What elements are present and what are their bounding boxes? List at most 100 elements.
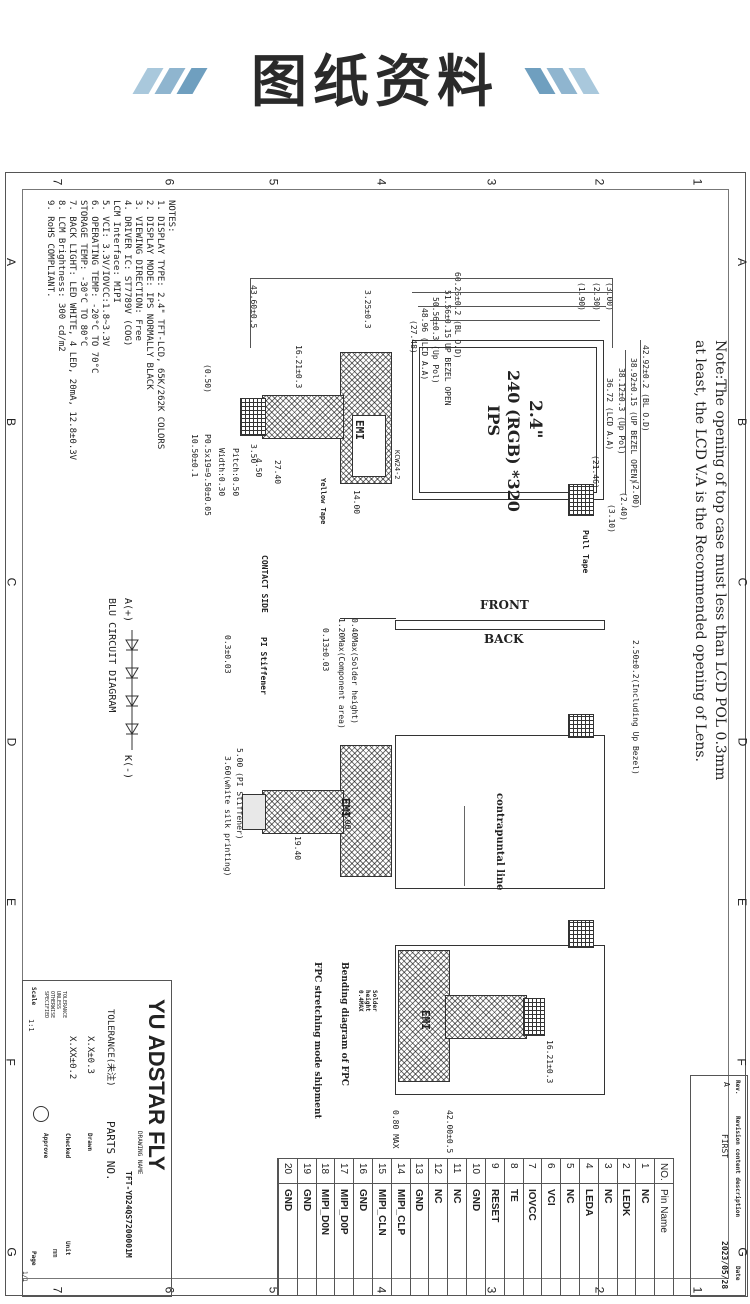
dimension-label: 5.00 (PI Stiffener) — [235, 748, 244, 840]
dim-line — [412, 292, 612, 293]
zone-letter: C — [4, 577, 19, 587]
pin-number: 7 — [526, 1163, 538, 1169]
pin-name: VCI — [545, 1189, 557, 1206]
zone-letter: A — [4, 257, 19, 267]
back-label: BACK — [484, 632, 524, 646]
note-line: 5. VCI: 3.3V/IOVCC:1.8~3.3V — [100, 200, 110, 347]
led-symbol — [125, 639, 139, 651]
pin-number: 13 — [413, 1163, 425, 1175]
zone-letter: E — [735, 897, 750, 907]
drawing-frame — [22, 189, 729, 1279]
zone-number: 4 — [374, 178, 389, 186]
front-label: FRONT — [480, 598, 529, 612]
dim-line — [430, 320, 600, 321]
company-name: YU ADSTAR FLY — [144, 999, 169, 1171]
checked-label: Checked — [64, 1133, 71, 1159]
side-fpc-line — [340, 618, 396, 619]
lcd-active-area — [419, 347, 597, 493]
side-view-body — [395, 620, 605, 630]
pin-number: 6 — [545, 1163, 557, 1169]
dimension-label: 10.50±0.1 — [190, 434, 199, 478]
rev-date-label: Date — [734, 1266, 741, 1281]
dimension-label: (3.10) — [607, 504, 616, 533]
pin-number: 4 — [582, 1163, 594, 1169]
note-line: 3. VIEWING DIRECTION: Free — [133, 200, 143, 341]
dimension-label: 36.72 (LCD A.A) — [605, 378, 614, 451]
pin-number: 19 — [300, 1163, 312, 1175]
dimension-label: 14.00 — [352, 490, 361, 515]
revision-block: Rev. A Revision content description FIRS… — [690, 1075, 748, 1297]
pull-tape-bend — [568, 920, 594, 948]
dimension-label: 0.80 MAX — [391, 1110, 400, 1149]
pi-stiffener-back — [242, 794, 266, 830]
lens-note: Note:The opening of top case must less t… — [690, 340, 730, 780]
pin-number: 3 — [601, 1163, 613, 1169]
tolerance-xx: X.XX±0.2 — [67, 1036, 77, 1080]
note-line: STORAGE TEMP: -30°C TO 80°C — [78, 200, 88, 347]
pin-name: NC — [563, 1189, 575, 1204]
pin-row-divider — [391, 1183, 410, 1184]
connector-label: KCW24-2 — [393, 450, 401, 480]
unit-label: Unit — [64, 1241, 71, 1256]
page-value: 1/1 — [21, 1271, 28, 1282]
led-symbol — [125, 723, 139, 735]
dimension-label: 0.13±0.03 — [321, 628, 330, 672]
dimension-label: (2.00) — [631, 480, 640, 509]
pin-number: 17 — [338, 1163, 350, 1175]
pin-row-divider — [485, 1183, 504, 1184]
pin-row-divider — [448, 1183, 467, 1184]
dim-line — [250, 278, 251, 348]
pin-row-divider — [561, 1183, 579, 1184]
pull-tape — [568, 484, 594, 516]
scale-value: 1:1 — [27, 1019, 35, 1032]
dimension-label: 16.21±0.3 — [545, 1040, 554, 1084]
dim-line — [640, 340, 641, 505]
zone-number: 2 — [592, 178, 607, 186]
dimension-label: 16.21±0.3 — [294, 345, 303, 389]
pin-number: 18 — [319, 1163, 331, 1175]
dim-line — [418, 306, 606, 307]
zone-letter: C — [735, 577, 750, 587]
pull-tape-label: Pull Tape — [581, 530, 590, 574]
pin-row-divider — [467, 1183, 485, 1184]
pin-row-divider — [542, 1183, 561, 1184]
title-block: YU ADSTAR FLY TOLERANCE(未注) X.X±0.3 X.XX… — [21, 980, 172, 1297]
notes-lines: 1. DISPLAY TYPE: 2.4" TFT-LCD, 65K/262K … — [44, 200, 165, 460]
pin-number: 11 — [451, 1163, 463, 1174]
approve-label: Approve — [42, 1133, 49, 1159]
pin-row-divider — [655, 1183, 673, 1184]
pin-number: 9 — [488, 1163, 500, 1169]
pin-number: 5 — [563, 1163, 575, 1169]
pin-name: LEDK — [620, 1189, 632, 1217]
bend-emi-label: EMI — [419, 1010, 432, 1030]
dimension-label: 3.60(white silk printing) — [223, 756, 232, 877]
dimension-label: (21.46) — [591, 455, 600, 489]
note-line: 4. DRIVER IC: ST7789V (COG) — [122, 200, 132, 347]
rev-desc-value: FIRST — [720, 1134, 729, 1159]
dimension-label: 42.92±0.2 (BL O.D) — [641, 345, 650, 432]
pin-name: GND — [357, 1189, 369, 1212]
header-deco-right — [524, 68, 600, 94]
rev-value: A — [722, 1082, 731, 1087]
drawing-name-label: DRAWING NAME — [136, 1131, 143, 1175]
emi-label: EMI — [353, 420, 366, 440]
zone-letter: F — [3, 1058, 18, 1066]
unit-value: mm — [51, 1249, 59, 1258]
zone-letter: D — [735, 737, 750, 747]
zone-number: 5 — [266, 178, 281, 186]
pin-row-divider — [373, 1183, 391, 1184]
note-line: 6. OPERATING TEMP: -20°C TO 70°C — [89, 200, 99, 374]
page-title: 图纸资料 — [251, 50, 499, 115]
dimension-label: 60.26±0.2 (BL O.D) — [453, 272, 462, 359]
pin-name: GND — [281, 1189, 293, 1212]
note-line: LCM Interface: MIPI — [111, 200, 121, 303]
